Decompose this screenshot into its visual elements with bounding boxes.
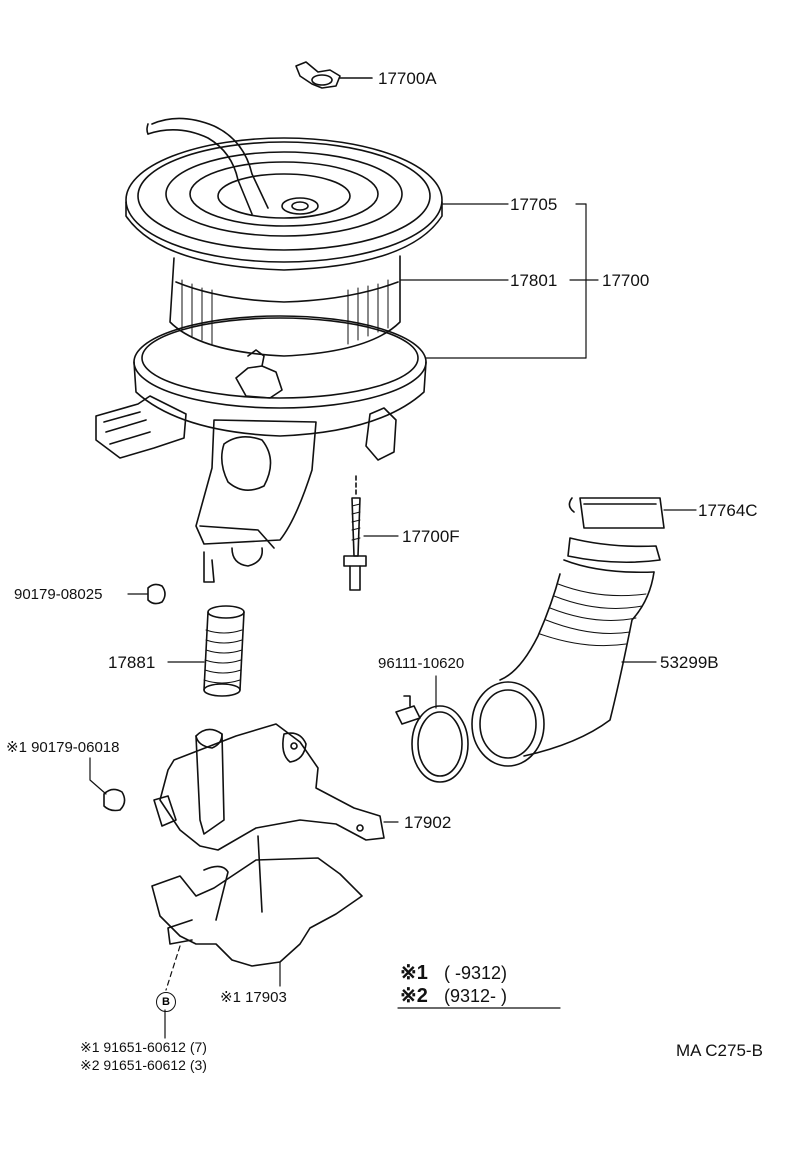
hose-17881: [167, 605, 245, 697]
bolt-marker-b: B: [156, 992, 176, 1012]
air-cleaner-case: [95, 315, 427, 583]
bolt-leader: [165, 945, 181, 991]
label-53299B: 53299B: [660, 653, 719, 672]
label-17801: 17801: [510, 271, 558, 290]
grommet-90179-08025: [127, 583, 166, 605]
label-17700: 17700: [602, 271, 650, 290]
label-17700A: 17700A: [378, 69, 437, 88]
legend-row-2: ※2 (9312- ): [400, 985, 507, 1008]
hose-clamp: [395, 675, 469, 783]
legend-range-1: ( -9312): [444, 963, 508, 983]
label-90179-06018: ※1 90179-06018: [6, 739, 120, 756]
label-96111-10620: 96111-10620: [378, 655, 465, 672]
legend-mark-1: ※1: [400, 962, 428, 984]
grommet-90179-06018: [89, 757, 126, 812]
legend-mark-2: ※2: [400, 985, 428, 1007]
label-17881: 17881: [108, 653, 156, 672]
label-91651-60612-a: ※1 91651-60612 (7): [80, 1039, 207, 1055]
bracket-assembly: [151, 723, 399, 987]
stud-bolt-17700F: [343, 475, 399, 591]
legend-range-2: (9312- ): [444, 986, 508, 1006]
label-17903: ※1 17903: [220, 989, 287, 1006]
filter-element: [169, 255, 401, 357]
leader-group-17700: [399, 203, 599, 359]
air-intake-hose: [471, 497, 697, 767]
wing-nut-17700A: [295, 61, 373, 89]
label-17902: 17902: [404, 813, 452, 832]
legend-row-1: ※1 ( -9312): [400, 962, 507, 985]
diagram-code: MA C275-B: [676, 1041, 763, 1060]
applicability-legend: ※1 ( -9312) ※2 (9312- ): [400, 962, 507, 1008]
label-90179-08025: 90179-08025: [14, 586, 103, 603]
label-17764C: 17764C: [698, 501, 758, 520]
air-cleaner-cap: [125, 117, 443, 271]
label-17705: 17705: [510, 195, 558, 214]
label-91651-60612-b: ※2 91651-60612 (3): [80, 1057, 207, 1073]
label-17700F: 17700F: [402, 527, 460, 546]
